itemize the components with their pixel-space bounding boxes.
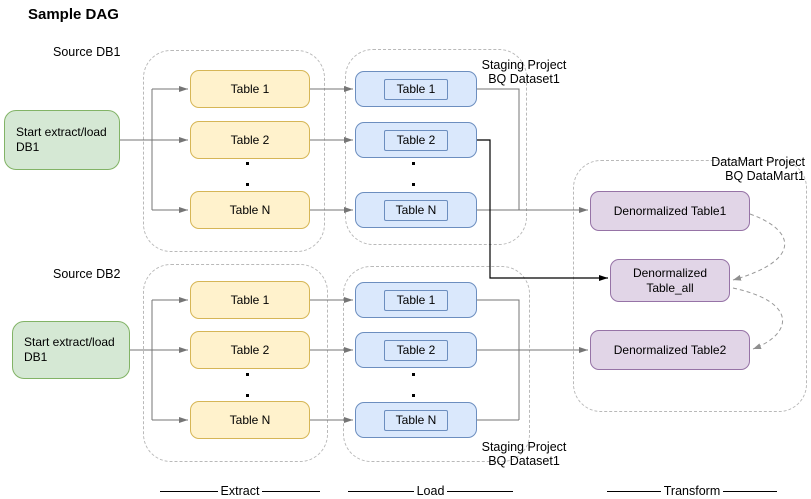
extract-db1-tablen[interactable]: Table N (190, 191, 310, 229)
extract-db1-table2[interactable]: Table 2 (190, 121, 310, 159)
load-db1-table1-label: Table 1 (396, 81, 436, 96)
start-node-db2-line1: Start extract/load (24, 335, 115, 349)
staging-label-db2-line2: BQ Dataset1 (488, 454, 560, 468)
extract-group-db1 (143, 50, 325, 252)
load-group-db2 (343, 266, 530, 462)
denormalized-table2-label: Denormalized Table2 (613, 342, 727, 357)
load-group-db1 (345, 49, 527, 245)
staging-label-db2: Staging Project BQ Dataset1 (478, 440, 570, 468)
stage-extract: Extract (160, 484, 320, 498)
load-db2-table1-inner: Table 1 (384, 289, 448, 311)
staging-label-db2-line1: Staging Project (481, 440, 567, 454)
load-db2-table2[interactable]: Table 2 (355, 332, 477, 368)
denormalized-table2[interactable]: Denormalized Table2 (590, 330, 750, 370)
start-node-db1-line1: Start extract/load (16, 125, 107, 139)
load-db1-table2[interactable]: Table 2 (355, 122, 477, 158)
ellipsis-dot (246, 373, 249, 376)
load-db2-table1[interactable]: Table 1 (355, 282, 477, 318)
load-db1-table1-inner: Table 1 (384, 78, 448, 100)
load-db2-table2-inner: Table 2 (384, 339, 448, 361)
datamart-group (573, 160, 807, 412)
stage-extract-label: Extract (217, 484, 263, 498)
diagram-title: Sample DAG (28, 6, 119, 23)
source-db1-label: Source DB1 (53, 45, 121, 59)
ellipsis-dot (412, 162, 415, 165)
stage-load: Load (348, 484, 513, 498)
ellipsis-dot (412, 394, 415, 397)
extract-db1-table2-label: Table 2 (230, 132, 270, 147)
load-db2-tablen[interactable]: Table N (355, 402, 477, 438)
extract-db2-tablen[interactable]: Table N (190, 401, 310, 439)
extract-db2-table2-label: Table 2 (230, 342, 270, 357)
staging-label-db1-line1: Staging Project (481, 58, 567, 72)
extract-db1-tablen-label: Table N (229, 202, 271, 217)
stage-transform: Transform (607, 484, 777, 498)
extract-db2-table1[interactable]: Table 1 (190, 281, 310, 319)
datamart-label-line1: DataMart Project (711, 155, 805, 169)
extract-db1-table1-label: Table 1 (230, 81, 270, 96)
stage-transform-label: Transform (660, 484, 724, 498)
load-db1-tablen-inner: Table N (384, 199, 448, 221)
load-db1-table2-label: Table 2 (396, 132, 436, 147)
extract-db2-tablen-label: Table N (229, 412, 271, 427)
staging-label-db1: Staging Project BQ Dataset1 (478, 58, 570, 86)
load-db2-table1-label: Table 1 (396, 292, 436, 307)
load-db2-tablen-inner: Table N (384, 409, 448, 431)
denormalized-table-all-line1: Denormalized (632, 265, 708, 280)
load-db1-table2-inner: Table 2 (384, 129, 448, 151)
load-db2-tablen-label: Table N (395, 412, 437, 427)
ellipsis-dot (246, 162, 249, 165)
ellipsis-dot (246, 394, 249, 397)
staging-label-db1-line2: BQ Dataset1 (488, 72, 560, 86)
load-db1-tablen[interactable]: Table N (355, 192, 477, 228)
start-node-db2[interactable]: Start extract/load DB1 (12, 321, 130, 379)
denormalized-table-all[interactable]: Denormalized Table_all (610, 259, 730, 302)
ellipsis-dot (412, 373, 415, 376)
denormalized-table-all-line2: Table_all (646, 280, 694, 295)
denormalized-table1[interactable]: Denormalized Table1 (590, 191, 750, 231)
datamart-label-line2: BQ DataMart1 (725, 169, 805, 183)
start-node-db1[interactable]: Start extract/load DB1 (4, 110, 120, 170)
load-db1-table1[interactable]: Table 1 (355, 71, 477, 107)
load-db2-table2-label: Table 2 (396, 342, 436, 357)
start-node-db1-line2: DB1 (16, 140, 40, 154)
datamart-label: DataMart Project BQ DataMart1 (705, 155, 805, 183)
stage-load-label: Load (413, 484, 448, 498)
ellipsis-dot (246, 183, 249, 186)
extract-group-db2 (143, 264, 328, 462)
denormalized-table1-label: Denormalized Table1 (613, 203, 727, 218)
extract-db2-table1-label: Table 1 (230, 292, 270, 307)
load-db1-tablen-label: Table N (395, 202, 437, 217)
start-node-db2-line2: DB1 (24, 350, 48, 364)
extract-db1-table1[interactable]: Table 1 (190, 70, 310, 108)
source-db2-label: Source DB2 (53, 267, 121, 281)
ellipsis-dot (412, 183, 415, 186)
extract-db2-table2[interactable]: Table 2 (190, 331, 310, 369)
